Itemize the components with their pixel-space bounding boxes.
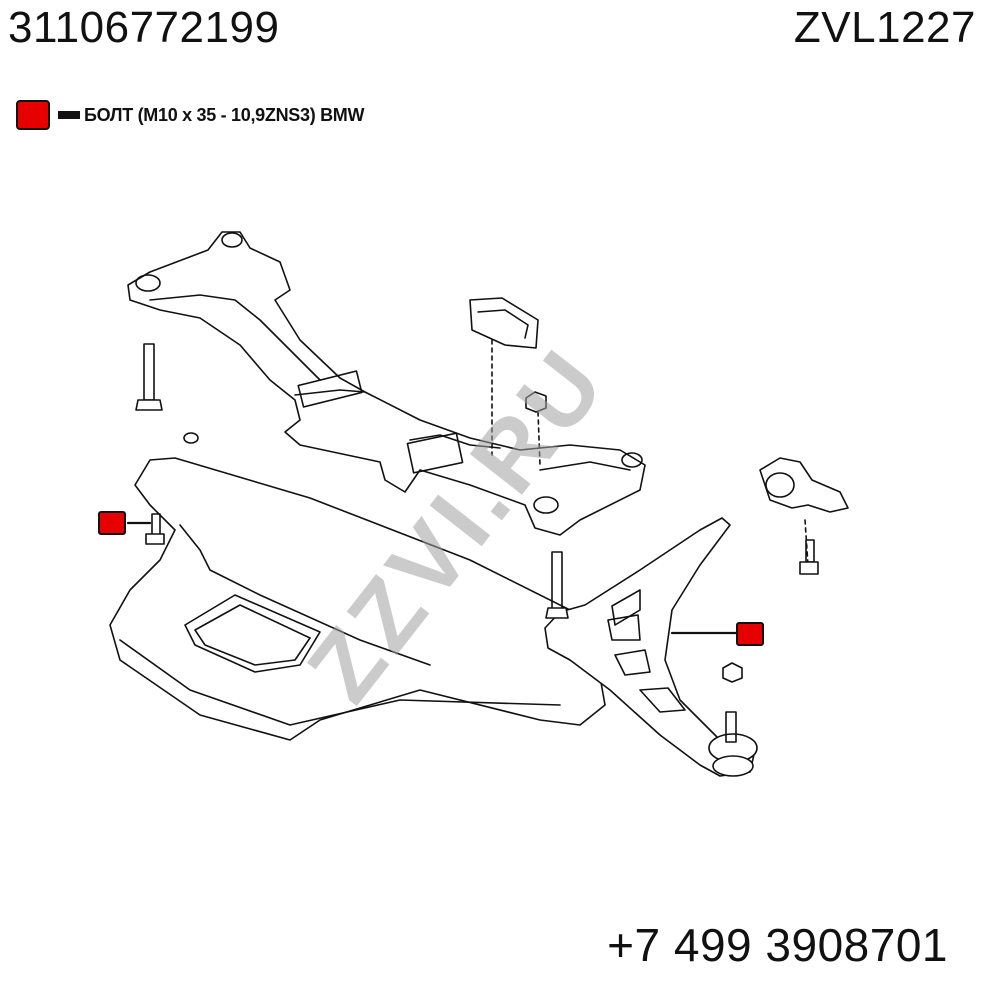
control-arm bbox=[544, 517, 756, 777]
reference-code: ZVL1227 bbox=[793, 3, 976, 52]
bolt-highlight-marker-right bbox=[736, 622, 764, 646]
front-subframe bbox=[127, 231, 646, 536]
legend-swatch bbox=[16, 100, 50, 130]
mount-bracket bbox=[469, 297, 539, 456]
ball-joint-stud bbox=[545, 551, 569, 619]
highlighted-bolt-left bbox=[126, 513, 165, 545]
contact-phone: +7 499 3908701 bbox=[607, 919, 948, 971]
bolt-right bbox=[799, 539, 819, 575]
bolt-highlight-marker-left bbox=[98, 511, 126, 535]
long-bolt bbox=[135, 343, 163, 411]
legend: БОЛТ (M10 x 35 - 10,9ZNS3) BMW bbox=[16, 96, 364, 134]
reinforcement-plate bbox=[109, 457, 606, 741]
bushing-bracket bbox=[759, 457, 849, 566]
part-number: 31106772199 bbox=[8, 3, 280, 52]
legend-label: БОЛТ (M10 x 35 - 10,9ZNS3) BMW bbox=[84, 104, 365, 125]
washer bbox=[183, 432, 199, 444]
hex-nut-right bbox=[722, 662, 743, 683]
ball-joint bbox=[708, 711, 758, 777]
legend-dash bbox=[58, 111, 80, 119]
hex-nut bbox=[525, 391, 547, 466]
